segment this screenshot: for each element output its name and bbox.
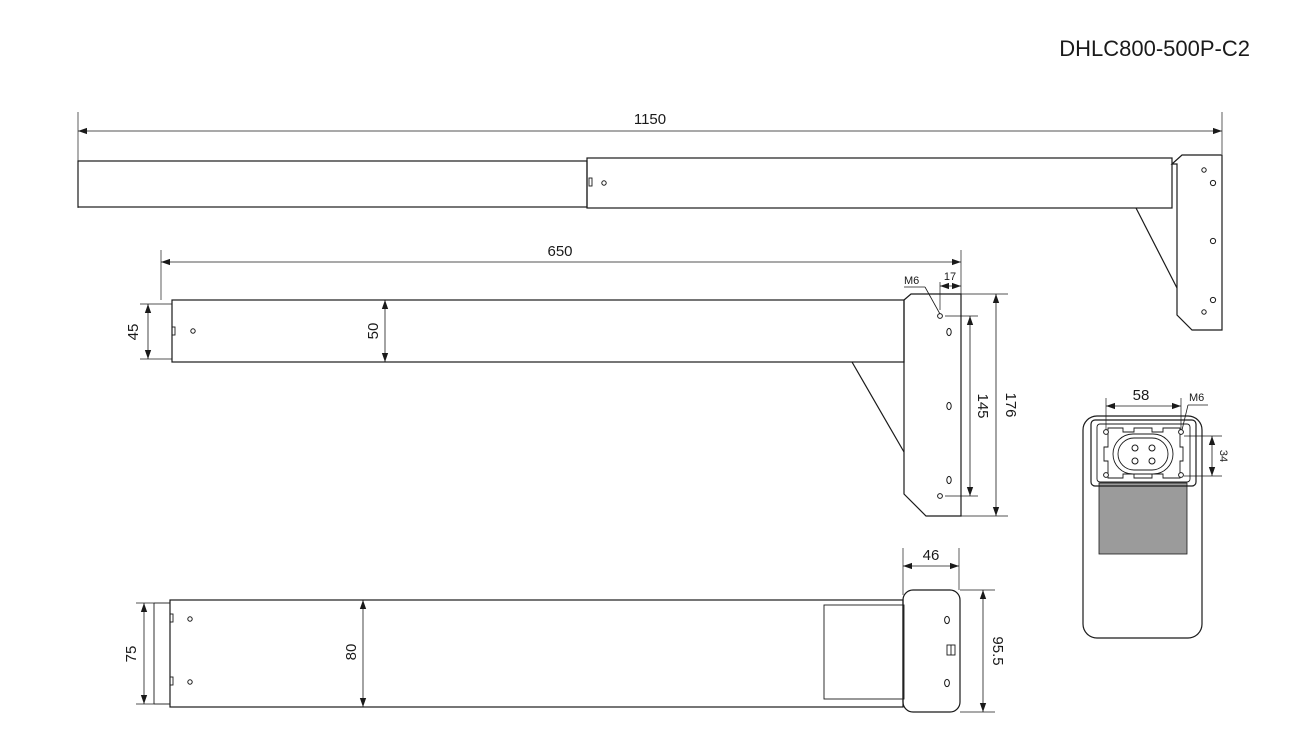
hole-offset-label: 17 bbox=[944, 271, 956, 283]
tube-body-top bbox=[169, 599, 904, 708]
tube-body bbox=[171, 299, 905, 363]
thread-label-end: M6 bbox=[1189, 392, 1204, 404]
extended-side-view: 1150 bbox=[77, 111, 1223, 331]
model-number: DHLC800-500P-C2 bbox=[1059, 36, 1250, 61]
inner-tube-height-label: 45 bbox=[125, 324, 142, 341]
retracted-length-label: 650 bbox=[547, 243, 572, 260]
overall-length-label: 1150 bbox=[634, 111, 666, 128]
end-bracket-plate bbox=[1082, 415, 1203, 639]
outer-tube bbox=[586, 157, 1173, 209]
mounting-bracket-top bbox=[902, 589, 961, 713]
outer-tube-height-label: 50 bbox=[365, 323, 382, 340]
end-hole-spacing-label: 58 bbox=[1133, 387, 1150, 404]
tube-hole bbox=[601, 180, 607, 186]
bracket-height-label: 176 bbox=[1002, 392, 1019, 417]
top-view: 46 75 80 95.5 bbox=[123, 547, 1006, 713]
support-strut bbox=[1135, 207, 1178, 289]
hole-spacing-label: 145 bbox=[974, 393, 991, 418]
support-strut bbox=[851, 361, 905, 453]
thread-label-side: M6 bbox=[904, 275, 919, 287]
bracket-width-label: 95.5 bbox=[989, 636, 1006, 665]
retracted-side-view: 650 45 50 M6 17 145 bbox=[125, 243, 1019, 517]
mounting-bracket bbox=[903, 293, 962, 517]
bracket-thickness-label: 46 bbox=[923, 547, 940, 564]
outer-tube-width-label: 80 bbox=[343, 644, 360, 661]
end-gray-panel bbox=[1098, 482, 1188, 555]
tube-end-profile bbox=[1103, 427, 1184, 479]
inner-tube-width-label: 75 bbox=[123, 646, 140, 663]
motor-housing bbox=[823, 604, 905, 700]
end-view: 58 M6 34 bbox=[1082, 387, 1229, 639]
mounting-bracket bbox=[1170, 154, 1223, 331]
end-hole-vertical-label: 34 bbox=[1217, 450, 1229, 462]
inner-tube bbox=[77, 160, 588, 208]
